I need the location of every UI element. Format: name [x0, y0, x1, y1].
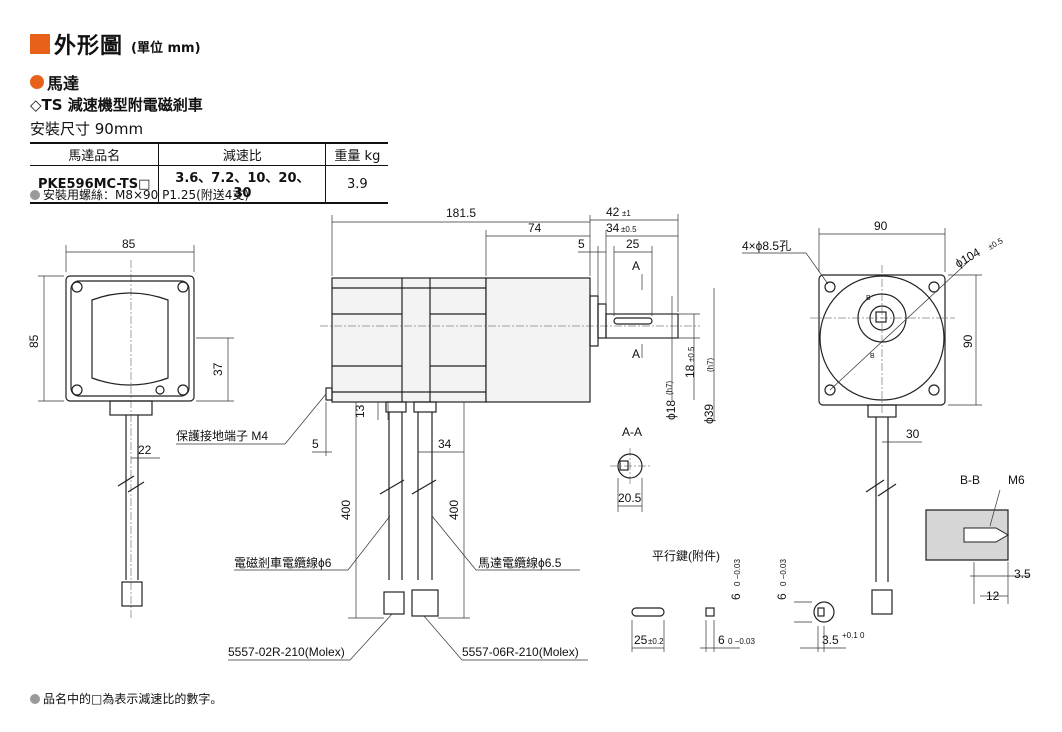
aa-title: A-A	[622, 425, 642, 439]
rear-view: 85 85 37 22	[27, 237, 234, 620]
key-depth-3-5: 3.5	[822, 633, 839, 647]
holes-label: 4×ϕ8.5孔	[742, 239, 791, 253]
key-title: 平行鍵(附件)	[652, 548, 720, 563]
dim-5: 5	[578, 237, 585, 251]
side-view: 181.5 74 42 ±1 34 ±0.5 25 5 A A ϕ18 (h7)…	[176, 205, 716, 661]
dim-42-tol: ±1	[622, 209, 631, 218]
motor-cable-label: 馬達電纜線ϕ6.5	[478, 555, 562, 570]
dim-85-w: 85	[122, 237, 136, 251]
th-model: 馬達品名	[30, 142, 159, 166]
dim-12: 12	[986, 589, 1000, 603]
th-weight: 重量 kg	[325, 142, 389, 166]
section-bb: B-B M6 3.5 12	[925, 473, 1031, 604]
key-seat-6-tol: 0 −0.03	[779, 559, 788, 586]
mount-size: 安裝尺寸 90mm	[30, 120, 144, 138]
unit-label: (單位 mm)	[131, 40, 201, 56]
section-title: 馬達	[30, 70, 79, 94]
dim-34: 34	[606, 221, 620, 235]
key-height-6-tol: 0 −0.03	[733, 559, 742, 586]
key-len-25: 25	[634, 633, 648, 647]
dim-18: 18	[683, 364, 697, 378]
dim-181-5: 181.5	[446, 206, 476, 220]
dim-22: 22	[138, 443, 152, 457]
dim-34-cable: 34	[438, 437, 452, 451]
m6-label: M6	[1008, 473, 1025, 487]
key-height-6: 6	[729, 593, 743, 600]
dim-phi18-h: (h7)	[665, 380, 674, 395]
model-subtitle: ◇TS 減速機型附電磁剎車	[30, 96, 203, 114]
td-model: PKE596MC-TS□	[30, 165, 159, 204]
connector-a-label: 5557-02R-210(Molex)	[228, 645, 345, 659]
dim-90-h: 90	[961, 334, 975, 348]
dim-37: 37	[211, 362, 225, 376]
screw-note: 安裝用螺絲：M8×90 P1.25(附送4支)	[30, 186, 249, 203]
orange-dot-icon	[30, 75, 44, 89]
brake-cable-label: 電磁剎車電纜線ϕ6	[234, 555, 332, 570]
dim-13: 13	[353, 404, 367, 418]
key-width-6: 6	[718, 633, 725, 647]
bb-title: B-B	[960, 473, 980, 487]
dim-20-5: 20.5	[618, 491, 642, 505]
dim-90-w: 90	[874, 219, 888, 233]
connector-b-label: 5557-06R-210(Molex)	[462, 645, 579, 659]
front-view: B B 90 90 4×ϕ8.5孔 ϕ104 ±0.5 30	[742, 219, 1005, 615]
b-mark-top: B	[866, 295, 871, 302]
orange-square-icon	[30, 34, 50, 54]
dim-5-ground: 5	[312, 437, 319, 451]
key-seat-6: 6	[775, 593, 789, 600]
b-mark-bottom: B	[870, 353, 875, 360]
td-weight: 3.9	[325, 165, 389, 204]
dim-phi39-h: (h7)	[706, 357, 715, 372]
page-title: 外形圖	[54, 34, 124, 59]
ground-terminal-label: 保護接地端子 M4	[176, 428, 268, 443]
dim-74: 74	[528, 221, 542, 235]
section-aa: A-A 20.5	[610, 425, 650, 512]
grey-dot-icon	[30, 693, 40, 704]
td-ratio: 3.6、7.2、10、20、30	[158, 165, 326, 204]
key-len-25-tol: ±0.2	[648, 637, 664, 646]
key-depth-3-5-tol: +0.1 0	[842, 631, 865, 640]
dim-phi39: ϕ39	[702, 404, 716, 424]
page-header: 外形圖 (單位 mm)	[30, 28, 201, 60]
section-mark-a-bottom: A	[632, 347, 640, 361]
grey-dot-icon	[30, 189, 40, 200]
dim-phi104: ϕ104	[953, 245, 983, 271]
spec-table: 馬達品名 減速比 重量 kg PKE596MC-TS□ 3.6、7.2、10、2…	[30, 142, 389, 204]
dim-25: 25	[626, 237, 640, 251]
dim-400-a: 400	[339, 500, 353, 520]
dim-phi18: ϕ18	[664, 400, 678, 420]
dim-85-h: 85	[27, 334, 41, 348]
th-ratio: 減速比	[158, 142, 326, 166]
section-mark-a-top: A	[632, 259, 640, 273]
dim-30: 30	[906, 427, 920, 441]
dim-34-tol: ±0.5	[621, 225, 637, 234]
dim-phi104-tol: ±0.5	[987, 236, 1005, 252]
parallel-key: 平行鍵(附件) 25 ±0.2 6 0 −0.03 6 0 −0.03 6 0 …	[631, 548, 865, 652]
dim-42: 42	[606, 205, 620, 219]
dim-400-b: 400	[447, 500, 461, 520]
dim-3-5: 3.5	[1014, 567, 1031, 581]
footnote: 品名中的□為表示減速比的數字。	[30, 690, 222, 707]
key-width-6-tol: 0 −0.03	[728, 637, 755, 646]
dim-18-tol: ±0.5	[687, 346, 696, 362]
